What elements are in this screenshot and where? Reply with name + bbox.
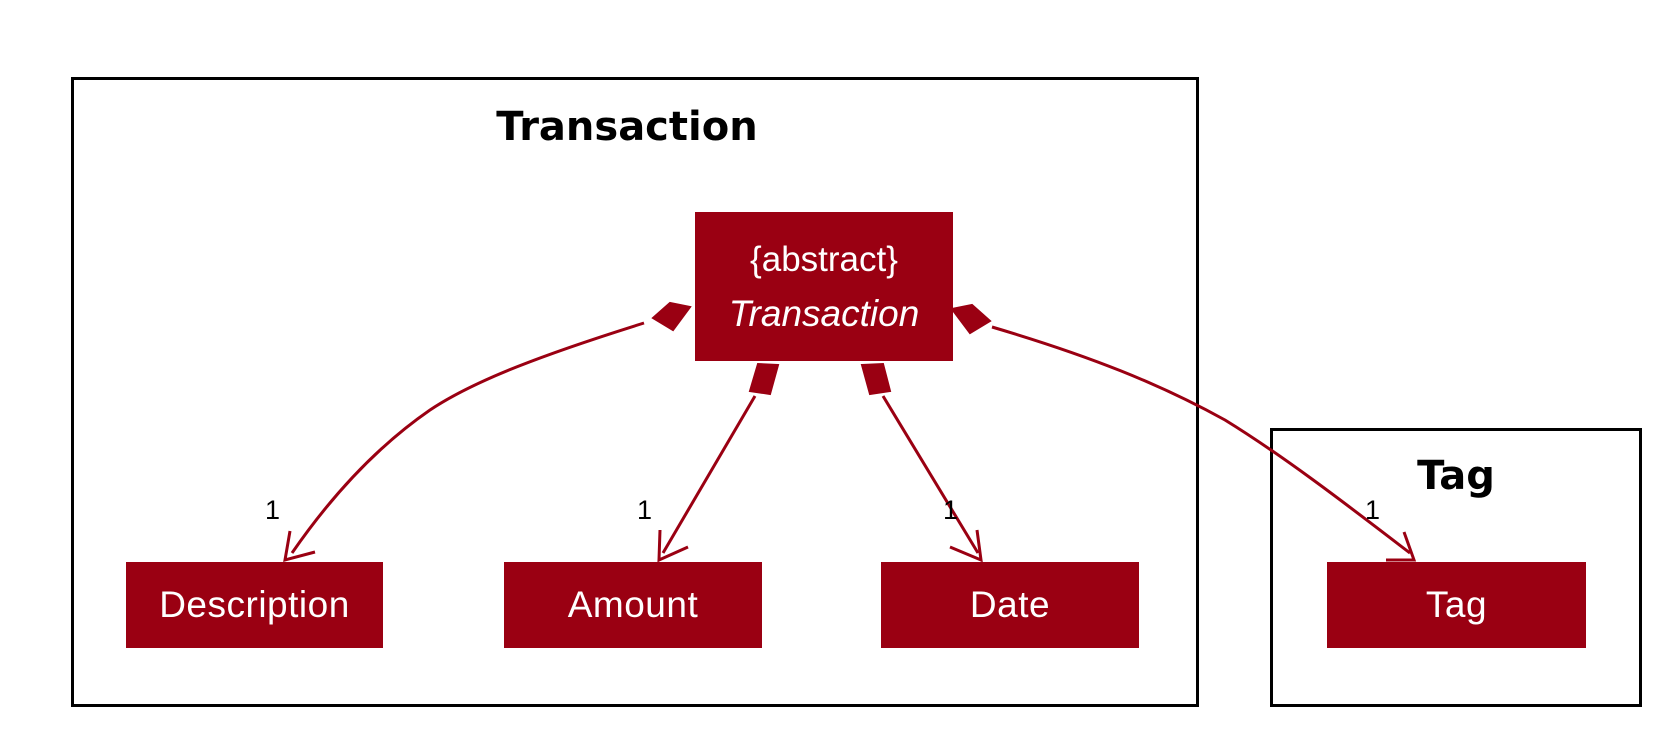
package-transaction-title: Transaction: [496, 104, 758, 150]
package-tag-title: Tag: [1417, 453, 1495, 499]
abstract-class-name: Transaction: [728, 292, 920, 334]
class-tag-label: Tag: [1425, 584, 1488, 625]
package-transaction: Transaction: [71, 77, 1199, 707]
relation-line-date: [881, 395, 980, 554]
arrowhead-tag: [1386, 531, 1417, 562]
multiplicity-date: 1: [943, 495, 959, 525]
class-description-label: Description: [159, 584, 350, 625]
arrowhead-date: [949, 529, 983, 563]
arrowhead-description: [283, 530, 316, 563]
class-tag[interactable]: Tag: [1327, 562, 1586, 648]
class-amount[interactable]: Amount: [504, 562, 762, 648]
multiplicity-description: 1: [265, 495, 281, 525]
abstract-stereotype: {abstract}: [750, 239, 898, 279]
arrowhead-amount: [657, 529, 689, 563]
composition-diamond-description: [651, 301, 692, 332]
composition-diamond-amount: [748, 362, 780, 396]
class-description[interactable]: Description: [126, 562, 383, 648]
class-amount-label: Amount: [567, 584, 699, 625]
composition-diamond-date: [860, 362, 892, 396]
package-tag: Tag: [1270, 428, 1642, 707]
relation-line-amount: [661, 395, 757, 554]
multiplicity-tag: 1: [1365, 495, 1381, 525]
class-date-label: Date: [969, 584, 1051, 625]
relation-line-tag: [991, 325, 1411, 555]
class-date[interactable]: Date: [881, 562, 1139, 648]
composition-diamond-tag: [950, 303, 992, 335]
multiplicity-amount: 1: [637, 495, 653, 525]
relation-line-description: [290, 321, 645, 554]
abstract-class-transaction[interactable]: {abstract} Transaction: [695, 212, 953, 361]
